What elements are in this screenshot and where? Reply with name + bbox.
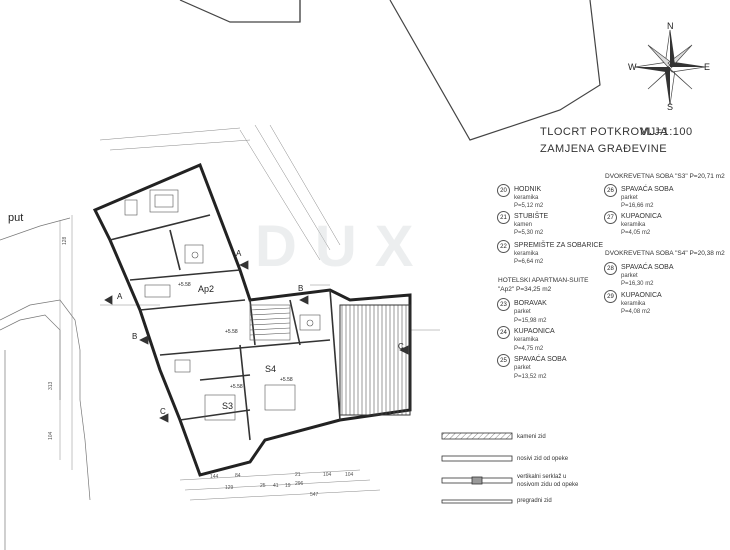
plot-outline [179, 0, 601, 141]
room-21-number: 21 [497, 211, 510, 224]
dim-5: 25 [260, 483, 266, 489]
room-23-number: 23 [497, 298, 510, 311]
svg-text:128: 128 [62, 236, 68, 245]
compass-rose-icon [634, 29, 706, 106]
site-boundary-lines [0, 217, 91, 550]
level-2: +5.58 [225, 329, 238, 335]
street-label: put [8, 212, 24, 224]
room-27-area: P=4,05 m2 [621, 230, 651, 236]
room-29-area: P=4,08 m2 [621, 309, 651, 315]
room-22-number: 22 [497, 240, 510, 253]
dim-1: 144 [210, 474, 219, 480]
compass-n: N [667, 21, 674, 31]
suite-title: HOTELSKI APARTMAN-SUITE [498, 277, 589, 284]
dim-3: 104 [323, 472, 332, 478]
label-ap2: Ap2 [198, 284, 215, 294]
room-24-finish: keramika [514, 337, 539, 343]
section-a-left: A [117, 292, 123, 301]
room-25-name: SPAVAĆA SOBA [514, 356, 567, 363]
s4-title: DVOKREVETNA SOBA "S4" P=20,38 m2 [605, 250, 725, 257]
section-a-right: A [236, 249, 242, 258]
room-29-name: KUPAONICA [621, 292, 662, 299]
dim-2: 84 [235, 473, 241, 479]
section-c-right: C [398, 342, 404, 351]
section-b-right: B [298, 284, 304, 293]
compass-e: E [704, 62, 711, 72]
furniture [124, 189, 321, 421]
room-23-finish: parket [514, 309, 531, 315]
room-25-area: P=13,52 m2 [514, 374, 547, 380]
level-4: +5.58 [280, 377, 293, 383]
label-s3: S3 [222, 401, 234, 411]
drawing-title: TLOCRT POTKROVLJA [540, 126, 668, 138]
legend-item-3: vertikalni serklaž u nosivom zidu od ope… [517, 474, 579, 488]
dim-4: 129 [225, 485, 234, 491]
room-27-finish: keramika [621, 222, 646, 228]
room-20-name: HODNIK [514, 186, 542, 193]
dimension-text: 313 104 128 [48, 236, 68, 440]
room-29-finish: keramika [621, 301, 646, 307]
dim-10: 104 [345, 472, 354, 478]
dimension-lines [59, 124, 440, 501]
room-26-name: SPAVAĆA SOBA [621, 186, 674, 193]
s3-title: DVOKREVETNA SOBA "S3" P=20,71 m2 [605, 173, 725, 180]
room-20-finish: keramika [514, 195, 539, 201]
compass-s: S [667, 102, 674, 112]
room-22-name: SPREMIŠTE ZA SOBARICE [514, 242, 604, 249]
drawing-scale: MJ=1:100 [640, 126, 693, 138]
staircase [249, 304, 291, 341]
svg-text:104: 104 [48, 431, 54, 440]
room-24-number: 24 [497, 326, 510, 339]
room-26-area: P=16,66 m2 [621, 203, 654, 209]
dim-7: 19 [285, 483, 291, 489]
room-25-number: 25 [497, 354, 510, 367]
level-3: +5.58 [230, 384, 243, 390]
legend-swatches [441, 432, 513, 504]
room-21-name: STUBIŠTE [514, 213, 549, 220]
room-27-name: KUPAONICA [621, 213, 662, 220]
room-20-number: 20 [497, 184, 510, 197]
room-25-finish: parket [514, 365, 531, 371]
room-28-name: SPAVAĆA SOBA [621, 264, 674, 271]
room-21-area: P=5,30 m2 [514, 230, 544, 236]
room-28-number: 28 [604, 262, 617, 275]
dim-6: 41 [273, 483, 279, 489]
svg-text:313: 313 [48, 381, 54, 390]
room-21-finish: kamen [514, 222, 533, 228]
label-s4: S4 [265, 364, 277, 374]
room-26-number: 26 [604, 184, 617, 197]
compass-rose: N S W E [628, 21, 711, 112]
room-23-area: P=15,98 m2 [514, 318, 547, 324]
room-22-finish: keramika [514, 251, 539, 257]
room-28-finish: parket [621, 273, 638, 279]
terrace-hatched [339, 304, 411, 416]
room-22-area: P=6,64 m2 [514, 259, 544, 265]
room-27-number: 27 [604, 211, 617, 224]
room-28-area: P=16,30 m2 [621, 281, 654, 287]
room-29-number: 29 [604, 290, 617, 303]
room-24-area: P=4,75 m2 [514, 346, 544, 352]
legend-item-2: nosivi zid od opeke [517, 456, 569, 462]
room-24-name: KUPAONICA [514, 328, 555, 335]
dim-8: 296 [295, 481, 304, 487]
room-20-area: P=5,12 m2 [514, 203, 544, 209]
dim-9: 547 [310, 492, 319, 498]
dim-11: 21 [295, 472, 301, 478]
room-26-finish: parket [621, 195, 638, 201]
legend-item-4: pregradni zid [517, 498, 552, 504]
room-23-name: BORAVAK [514, 300, 547, 307]
interior-walls [109, 214, 341, 441]
section-c-left: C [160, 407, 166, 416]
watermark: DUX [255, 214, 432, 279]
level-1: +5.58 [178, 282, 191, 288]
drawing-subtitle: ZAMJENA GRAĐEVINE [540, 143, 668, 155]
legend-item-1: kameni zid [517, 434, 546, 440]
section-markers [104, 260, 409, 423]
suite-subtitle: "Ap2" P=34,25 m2 [498, 286, 552, 293]
compass-w: W [628, 62, 637, 72]
section-b-left: B [132, 332, 138, 341]
